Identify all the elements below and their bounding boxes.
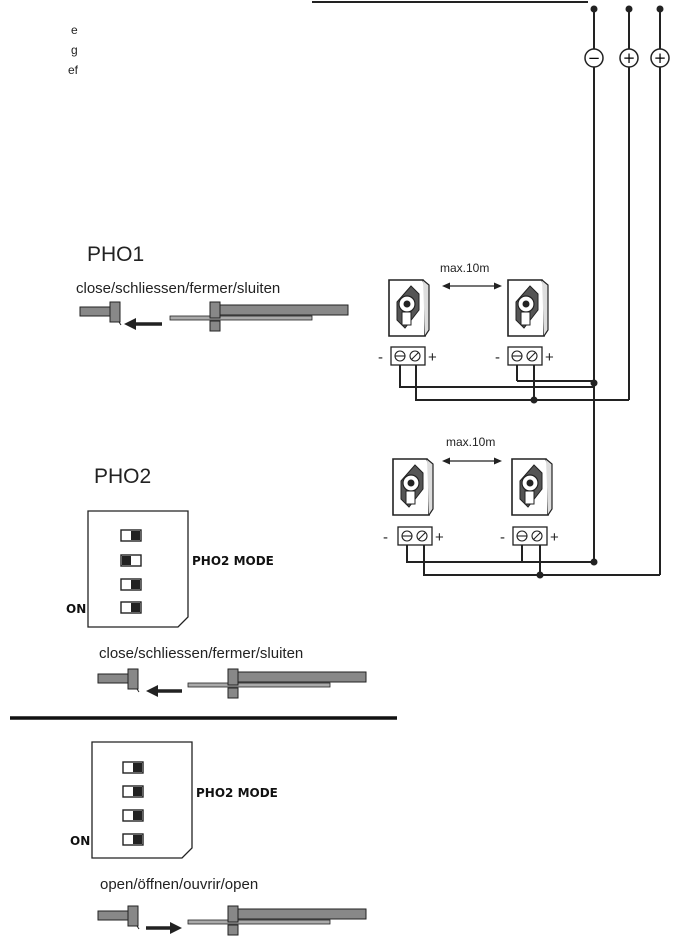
- dip-switch-1: [122, 761, 144, 774]
- dip-switch-4: [122, 833, 144, 846]
- pho1-wire-tx-minus: [399, 365, 594, 388]
- pho1-mode-label: close/schliessen/fermer/sluiten: [76, 280, 280, 297]
- pho1-rx-plus: +: [545, 349, 554, 366]
- edge-text-1: e: [71, 23, 78, 37]
- pho2-rx-minus: -: [500, 529, 505, 546]
- dip-switch-4: [120, 601, 142, 614]
- pho2-dip-switch-close: [87, 510, 189, 628]
- dip-switch-1: [120, 529, 142, 542]
- pho1-rx-minus: -: [495, 349, 500, 366]
- pho1-gate-symbol: [79, 301, 349, 332]
- pho1-distance-arrow: [442, 282, 502, 290]
- pho2-open-mode-switch-label: PHO2 MODE: [196, 786, 278, 800]
- pho2-wire-tx-plus: [423, 545, 660, 576]
- edge-text-2: g: [71, 43, 78, 57]
- pho2-distance-arrow: [442, 457, 502, 465]
- pho2-terminal-rx: [512, 526, 548, 546]
- pho1-photocell-tx: [388, 279, 430, 337]
- pho2-gate-symbol-close: [97, 668, 367, 699]
- pho2-open-on-label: ON: [70, 834, 90, 848]
- pho1-distance-label: max.10m: [440, 261, 489, 275]
- pho1-terminal-rx: [507, 346, 543, 366]
- dip-switch-2: [120, 554, 142, 567]
- polarity-minus-marker: −: [584, 48, 604, 68]
- polarity-plus-marker-1: +: [619, 48, 639, 68]
- dip-switch-3: [120, 578, 142, 591]
- junction-dot: [590, 5, 598, 13]
- pho2-close-label: close/schliessen/fermer/sluiten: [99, 645, 303, 662]
- minus-symbol: −: [588, 49, 601, 67]
- junction-dot: [536, 571, 544, 579]
- junction-dot: [530, 396, 538, 404]
- pho2-tx-plus: +: [435, 529, 444, 546]
- pho2-tx-minus: -: [383, 529, 388, 546]
- pho2-distance-label: max.10m: [446, 435, 495, 449]
- pho1-tx-plus: +: [428, 349, 437, 366]
- pho1-terminal-tx: [390, 346, 426, 366]
- junction-dot: [590, 558, 598, 566]
- pho1-title: PHO1: [87, 243, 144, 266]
- junction-dot: [590, 379, 598, 387]
- pho1-photocell-rx: [507, 279, 549, 337]
- close-arrow-icon: [146, 685, 182, 697]
- edge-text-3: ef: [68, 63, 79, 77]
- pho2-on-label: ON: [66, 602, 86, 616]
- pho2-rx-plus: +: [550, 529, 559, 546]
- junction-dot: [625, 5, 633, 13]
- pho2-title: PHO2: [94, 465, 151, 488]
- pho2-photocell-rx: [511, 458, 553, 516]
- dip-switch-2: [122, 785, 144, 798]
- pho2-open-label: open/öffnen/ouvrir/open: [100, 876, 258, 893]
- dip-switch-3: [122, 809, 144, 822]
- plus-symbol: +: [654, 49, 667, 67]
- junction-dot: [656, 5, 664, 13]
- polarity-plus-marker-2: +: [650, 48, 670, 68]
- pho2-terminal-tx: [397, 526, 433, 546]
- pho2-dip-switch-open: [91, 741, 193, 859]
- close-arrow-icon: [124, 318, 162, 330]
- pho2-wire-tx-minus: [406, 545, 594, 563]
- open-arrow-icon: [146, 922, 182, 934]
- pho1-wire-tx-plus: [415, 365, 629, 401]
- pho2-photocell-tx: [392, 458, 434, 516]
- pho2-mode-switch-label: PHO2 MODE: [192, 554, 274, 568]
- plus-symbol: +: [623, 49, 636, 67]
- pho1-tx-minus: -: [378, 349, 383, 366]
- pho2-gate-symbol-open: [97, 905, 367, 936]
